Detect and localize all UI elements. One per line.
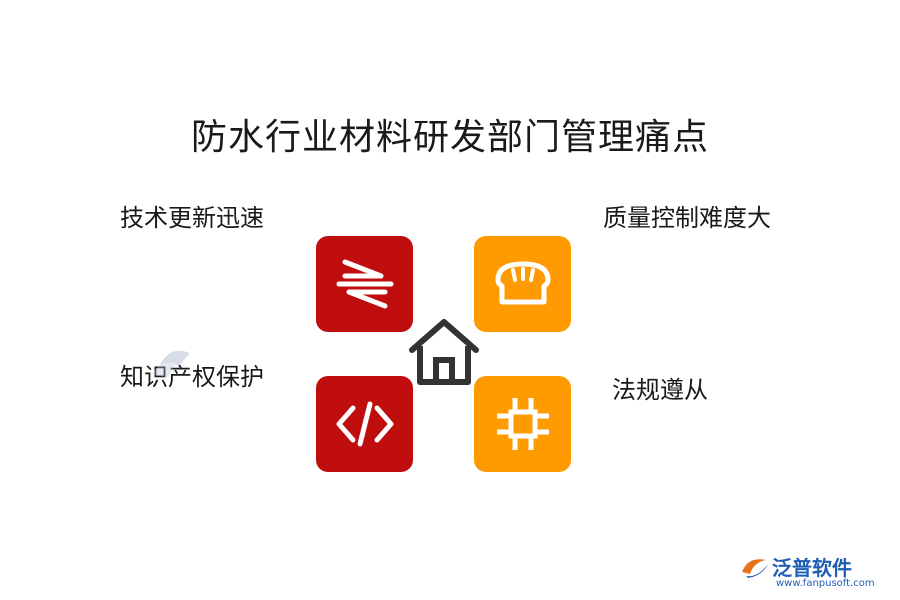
- brand-logo: 泛普软件 www.fanpusoft.com: [740, 550, 890, 594]
- diagram-title: 防水行业材料研发部门管理痛点: [190, 117, 709, 158]
- frame-icon: [496, 398, 549, 450]
- home-icon: [409, 319, 479, 385]
- brand-name: 泛普软件: [772, 556, 852, 580]
- bread-icon: [495, 261, 550, 305]
- equilibrium-arrow-icon: [336, 259, 393, 309]
- tile-top-left: [316, 236, 413, 332]
- label-top-left: 技术更新迅速: [120, 204, 264, 232]
- label-bottom-right: 法规遵从: [612, 376, 708, 404]
- tile-bottom-left: [316, 376, 413, 472]
- label-top-right: 质量控制难度大: [603, 204, 771, 232]
- tile-bottom-right: [474, 376, 571, 472]
- fanpu-logo-icon: [742, 559, 768, 578]
- code-icon: [336, 401, 393, 447]
- brand-url: www.fanpusoft.com: [776, 578, 875, 589]
- watermark-logo-icon: [152, 350, 190, 377]
- tile-top-right: [474, 236, 571, 332]
- label-bottom-left: 知识产权保护: [120, 363, 264, 391]
